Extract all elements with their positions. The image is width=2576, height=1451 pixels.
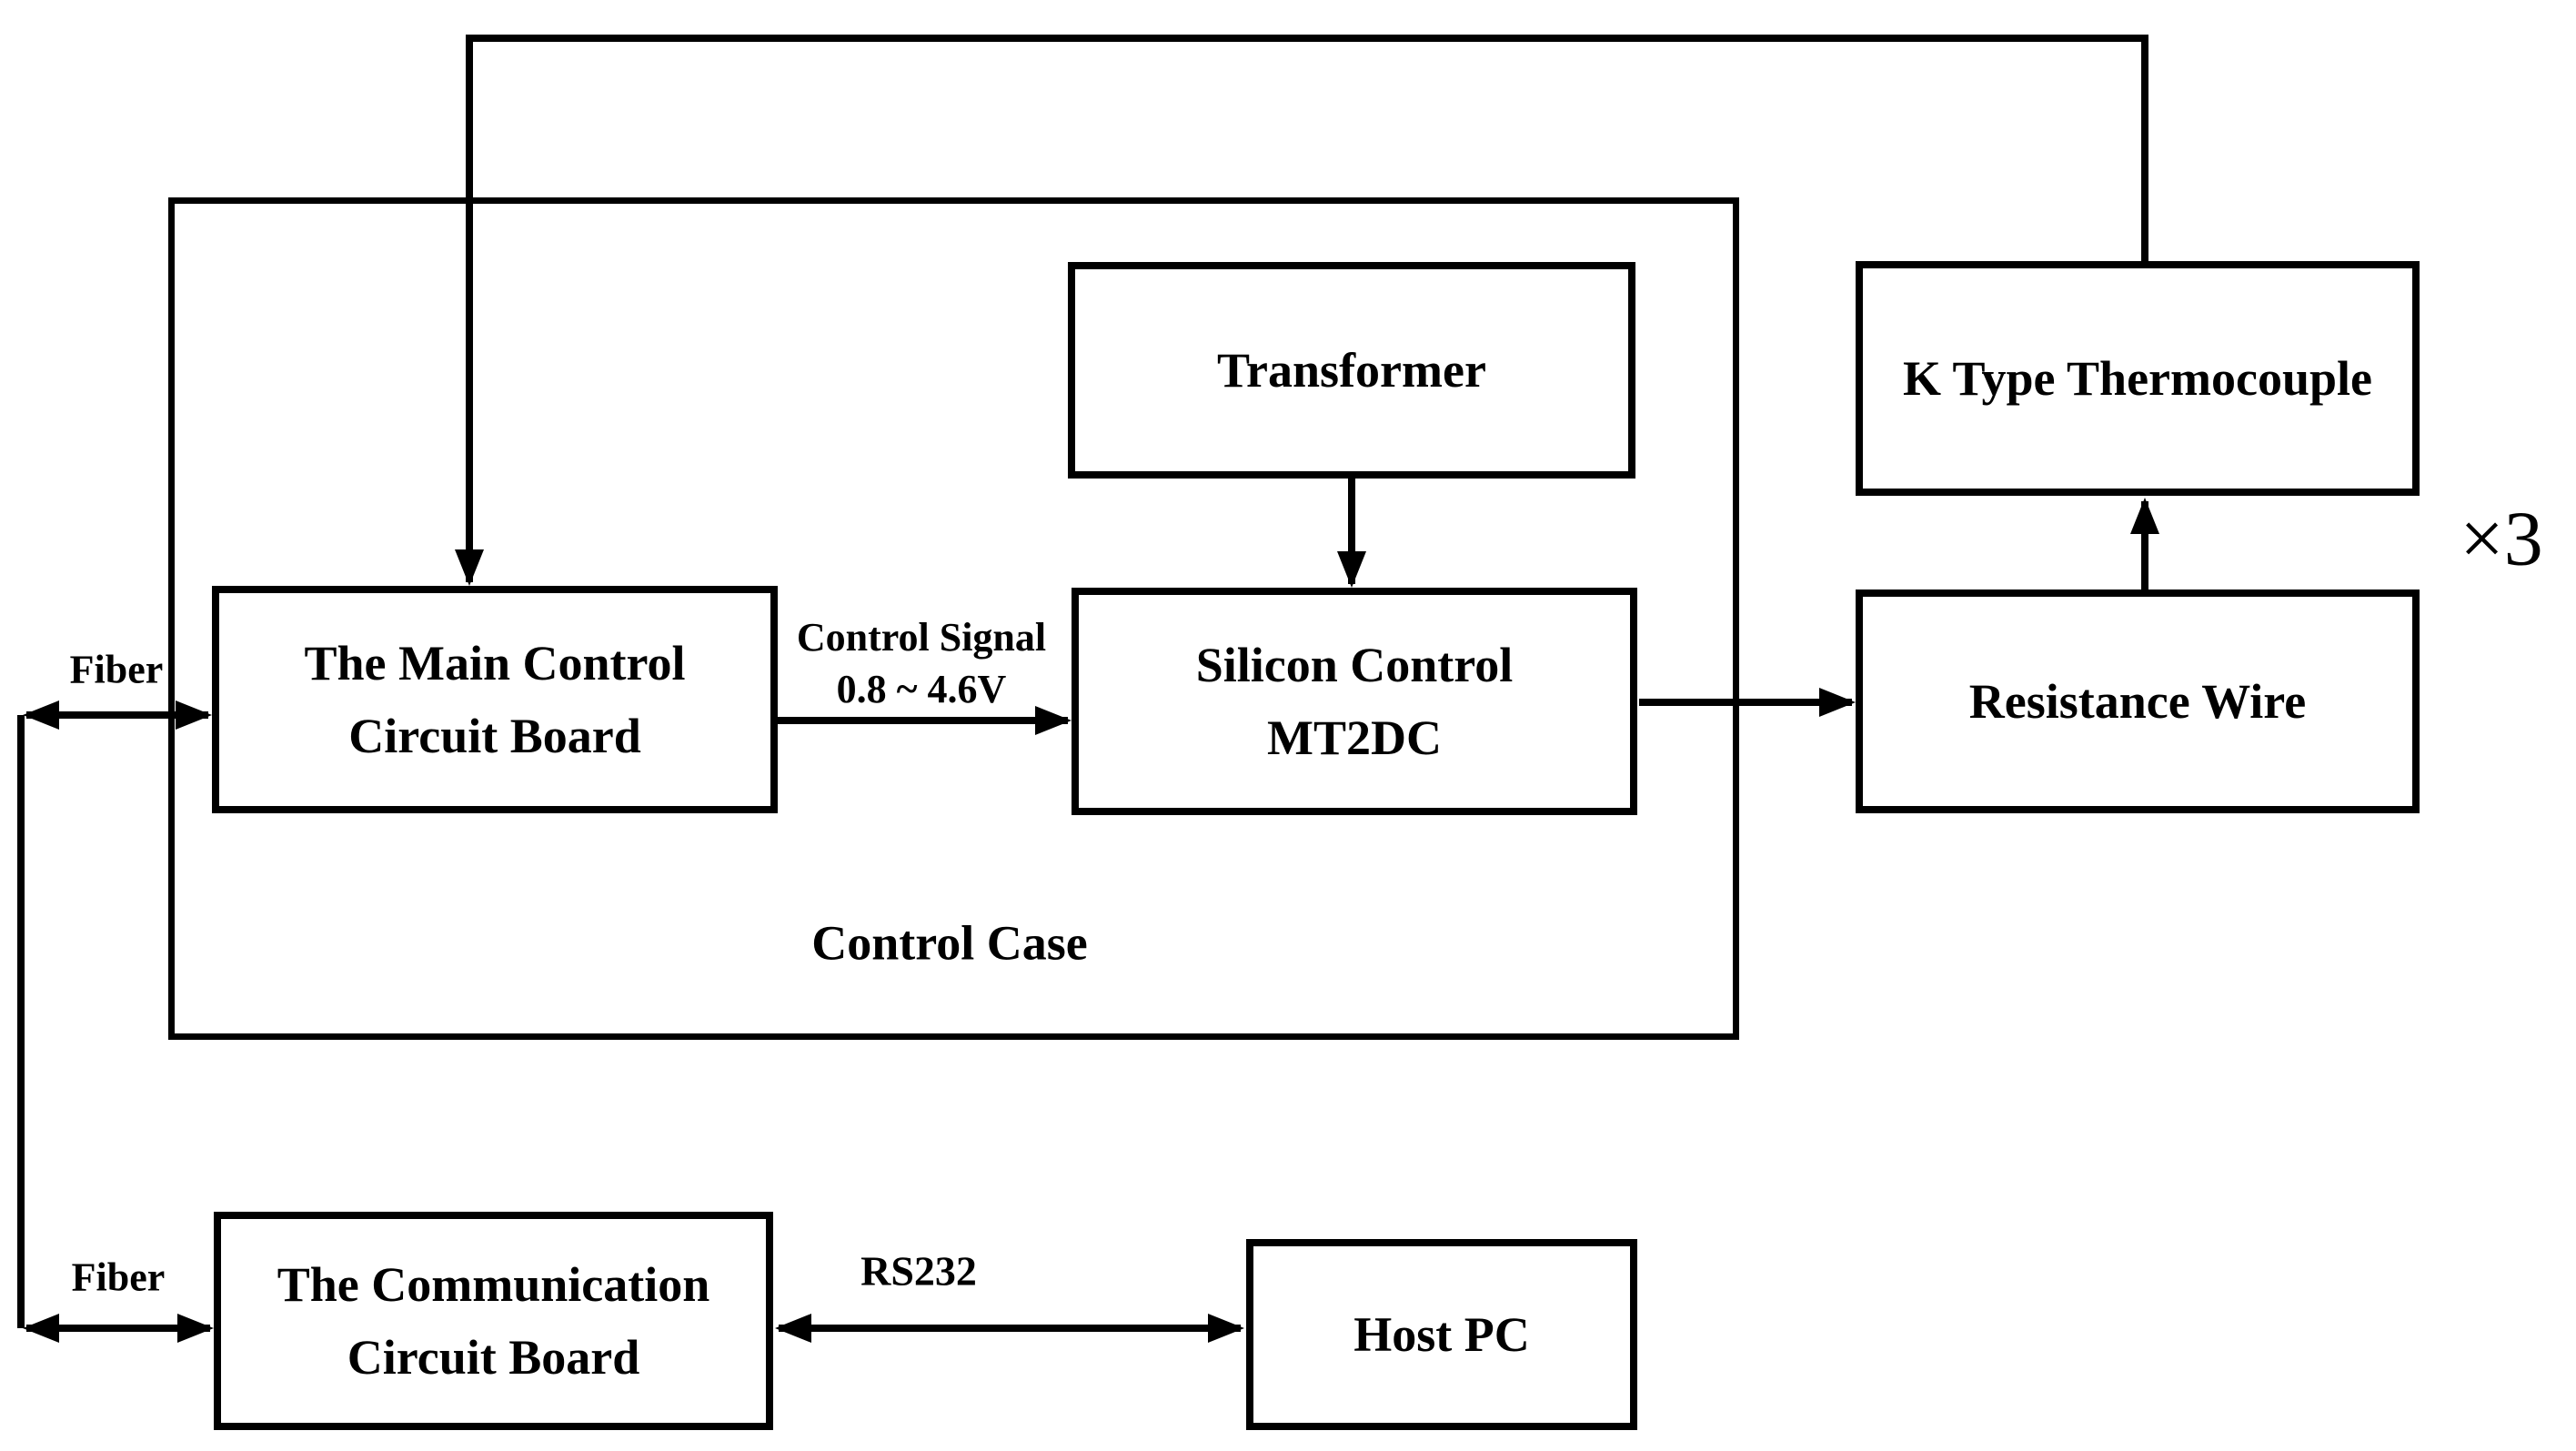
box-label: Silicon Control MT2DC	[1196, 629, 1514, 774]
k-type-thermocouple-box: K Type Thermocouple	[1856, 261, 2420, 496]
box-label-line: MT2DC	[1267, 710, 1442, 765]
box-label-line: Resistance Wire	[1968, 674, 2307, 729]
control-signal-label: Control Signal 0.8 ~ 4.6V	[797, 611, 1046, 715]
box-label-line: K Type Thermocouple	[1902, 351, 2373, 406]
box-label: The Communication Circuit Board	[277, 1248, 710, 1394]
main-control-circuit-board-box: The Main Control Circuit Board	[212, 586, 778, 813]
box-label: K Type Thermocouple	[1903, 342, 2372, 415]
control-signal-label-line: Control Signal	[796, 615, 1047, 660]
box-label-line: Transformer	[1217, 343, 1486, 398]
rs232-label: RS232	[860, 1247, 977, 1295]
fiber-label-top: Fiber	[69, 647, 164, 692]
box-label-line: The Communication	[277, 1257, 710, 1312]
box-label-line: Circuit Board	[348, 709, 641, 763]
transformer-box: Transformer	[1068, 262, 1635, 479]
box-label-line: Host PC	[1353, 1307, 1530, 1362]
box-label-line: Circuit Board	[347, 1330, 640, 1385]
host-pc-box: Host PC	[1246, 1239, 1637, 1430]
box-label-line: The Main Control	[304, 636, 686, 690]
resistance-wire-box: Resistance Wire	[1856, 589, 2420, 813]
control-case-box	[168, 197, 1739, 1040]
control-case-label: Control Case	[811, 915, 1088, 971]
box-label: Transformer	[1217, 334, 1486, 407]
fiber-label-bottom: Fiber	[71, 1255, 166, 1300]
silicon-control-box: Silicon Control MT2DC	[1072, 588, 1637, 815]
times-three-label: ×3	[2460, 494, 2543, 582]
control-signal-voltage-line: 0.8 ~ 4.6V	[836, 667, 1007, 711]
communication-circuit-board-box: The Communication Circuit Board	[214, 1212, 773, 1430]
box-label-line: Silicon Control	[1195, 638, 1514, 692]
box-label: Host PC	[1353, 1298, 1529, 1371]
box-label: Resistance Wire	[1969, 665, 2306, 738]
thermocouple-feedback-line	[455, 35, 2148, 586]
box-label: The Main Control Circuit Board	[304, 627, 685, 772]
